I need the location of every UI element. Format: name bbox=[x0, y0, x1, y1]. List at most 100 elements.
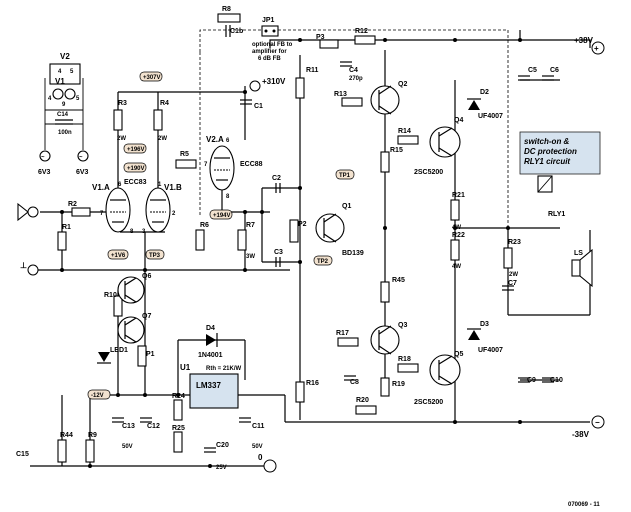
resistor-r11 bbox=[295, 77, 305, 99]
svg-text:6: 6 bbox=[226, 138, 230, 144]
supply-pos: + +38V bbox=[574, 36, 605, 55]
resistor-r5 bbox=[175, 159, 197, 169]
reference-number: 070069 - 11 bbox=[568, 502, 600, 508]
svg-text:LED1: LED1 bbox=[110, 347, 128, 354]
svg-text:+1V6: +1V6 bbox=[111, 253, 126, 259]
svg-text:50V: 50V bbox=[252, 444, 263, 450]
svg-text:4: 4 bbox=[58, 69, 62, 75]
svg-text:C13: C13 bbox=[122, 423, 135, 430]
svg-text:6 dB FB: 6 dB FB bbox=[258, 56, 281, 62]
protection-box: switch-on & DC protection RLY1 circuit R… bbox=[519, 131, 601, 218]
loudspeaker: LS bbox=[571, 248, 593, 288]
svg-text:C9: C9 bbox=[527, 377, 536, 384]
diode-d2 bbox=[468, 100, 480, 110]
svg-text:R8: R8 bbox=[222, 6, 231, 13]
svg-text:+: + bbox=[594, 44, 599, 53]
test-point-tp3: TP3 bbox=[145, 249, 165, 260]
transistor-q2 bbox=[370, 85, 400, 115]
svg-text:R2: R2 bbox=[68, 201, 77, 208]
svg-text:2W: 2W bbox=[509, 272, 518, 278]
resistor-r21 bbox=[450, 199, 460, 221]
pot-p1 bbox=[137, 345, 147, 367]
capacitors: C1 C2 C3 C4 270p C5 C6 C7 C8 C9 C10 C11 … bbox=[16, 25, 563, 471]
resistor-r18 bbox=[397, 363, 419, 373]
svg-text:C4: C4 bbox=[349, 67, 358, 74]
test-point-tp1: TP1 bbox=[335, 169, 355, 180]
svg-text:TP3: TP3 bbox=[149, 253, 161, 259]
diode-d4 bbox=[206, 334, 216, 346]
transistor-q4 bbox=[429, 126, 461, 158]
svg-text:ECC83: ECC83 bbox=[124, 179, 147, 186]
svg-text:5: 5 bbox=[76, 96, 80, 102]
resistor-r3 bbox=[113, 109, 123, 131]
resistor-r45 bbox=[380, 281, 390, 303]
v1-label: V1 bbox=[55, 77, 65, 86]
svg-text:C8: C8 bbox=[350, 379, 359, 386]
svg-text:U1: U1 bbox=[180, 363, 191, 372]
tube-v1: V1.A V1.B ECC83 7 6 8 2 1 3 bbox=[92, 179, 182, 235]
test-point-196: +196V bbox=[123, 143, 147, 154]
svg-text:9: 9 bbox=[62, 102, 66, 108]
svg-text:270p: 270p bbox=[349, 76, 363, 82]
svg-text:50V: 50V bbox=[122, 444, 133, 450]
resistor-r25 bbox=[173, 431, 183, 453]
svg-text:LM337: LM337 bbox=[196, 381, 221, 390]
heater-circuit: V2 4 5 V1 4 5 9 C14 100n ~ ~ 6V3 6V3 bbox=[38, 52, 89, 176]
svg-text:R25: R25 bbox=[172, 425, 185, 432]
resistor-r6 bbox=[195, 229, 205, 251]
svg-text:RLY1: RLY1 bbox=[548, 211, 565, 218]
v2-label: V2 bbox=[60, 52, 70, 61]
transistors: Q1 BD139 Q2 Q3 Q4 2SC5200 Q5 2SC5200 Q6 bbox=[117, 81, 463, 406]
test-point-307: +307V bbox=[139, 71, 163, 82]
svg-text:R44: R44 bbox=[60, 432, 73, 439]
resistor-r14 bbox=[397, 135, 419, 145]
resistor-r13 bbox=[341, 97, 363, 107]
svg-text:D4: D4 bbox=[206, 325, 215, 332]
transistor-q3 bbox=[370, 325, 400, 355]
test-point-190: +190V bbox=[123, 162, 147, 173]
svg-text:P1: P1 bbox=[146, 351, 155, 358]
svg-text:LS: LS bbox=[574, 250, 583, 257]
svg-text:R6: R6 bbox=[200, 222, 209, 229]
svg-text:D2: D2 bbox=[480, 89, 489, 96]
svg-text:C11: C11 bbox=[252, 423, 265, 430]
supply-gnd-label: 0 bbox=[258, 453, 263, 462]
svg-text:C14: C14 bbox=[57, 112, 69, 118]
svg-text:+196V: +196V bbox=[127, 147, 145, 153]
svg-text:+194V: +194V bbox=[213, 213, 231, 219]
supply-neg: − -38V bbox=[572, 415, 605, 439]
svg-text:R45: R45 bbox=[392, 277, 405, 284]
svg-text:-12V: -12V bbox=[91, 393, 104, 399]
svg-text:5: 5 bbox=[70, 69, 74, 75]
svg-text:R7: R7 bbox=[246, 222, 255, 229]
svg-text:8: 8 bbox=[226, 194, 230, 200]
svg-text:V1.A: V1.A bbox=[92, 183, 110, 192]
svg-text:3: 3 bbox=[142, 229, 146, 235]
resistor-r10 bbox=[113, 295, 123, 317]
svg-text:ECC88: ECC88 bbox=[240, 161, 263, 168]
svg-text:⊥: ⊥ bbox=[20, 261, 27, 270]
svg-text:R3: R3 bbox=[118, 100, 127, 107]
svg-text:C10: C10 bbox=[550, 377, 563, 384]
transistor-q5 bbox=[429, 354, 461, 386]
svg-text:V1.B: V1.B bbox=[164, 183, 182, 192]
svg-text:+307V: +307V bbox=[143, 75, 161, 81]
input-jack[interactable]: ⊥ bbox=[17, 202, 39, 276]
svg-text:R24: R24 bbox=[172, 393, 185, 400]
wiring bbox=[30, 29, 591, 467]
svg-text:R16: R16 bbox=[306, 380, 319, 387]
svg-text:P3: P3 bbox=[316, 34, 325, 41]
svg-text:RLY1 circuit: RLY1 circuit bbox=[524, 157, 570, 166]
svg-text:R22: R22 bbox=[452, 232, 465, 239]
test-point-194: +194V bbox=[209, 209, 233, 220]
svg-text:1N4001: 1N4001 bbox=[198, 352, 223, 359]
supply-gnd: 0 bbox=[258, 453, 277, 473]
jumper-jp1[interactable]: JP1 optional FB to amplifier for 6 dB FB bbox=[252, 17, 293, 62]
svg-text:Q4: Q4 bbox=[454, 117, 463, 124]
svg-text:7: 7 bbox=[100, 211, 104, 217]
svg-text:2: 2 bbox=[172, 211, 176, 217]
svg-text:P2: P2 bbox=[298, 221, 307, 228]
svg-text:C2: C2 bbox=[272, 175, 281, 182]
resistor-r17 bbox=[337, 337, 359, 347]
led-led1 bbox=[98, 352, 110, 362]
